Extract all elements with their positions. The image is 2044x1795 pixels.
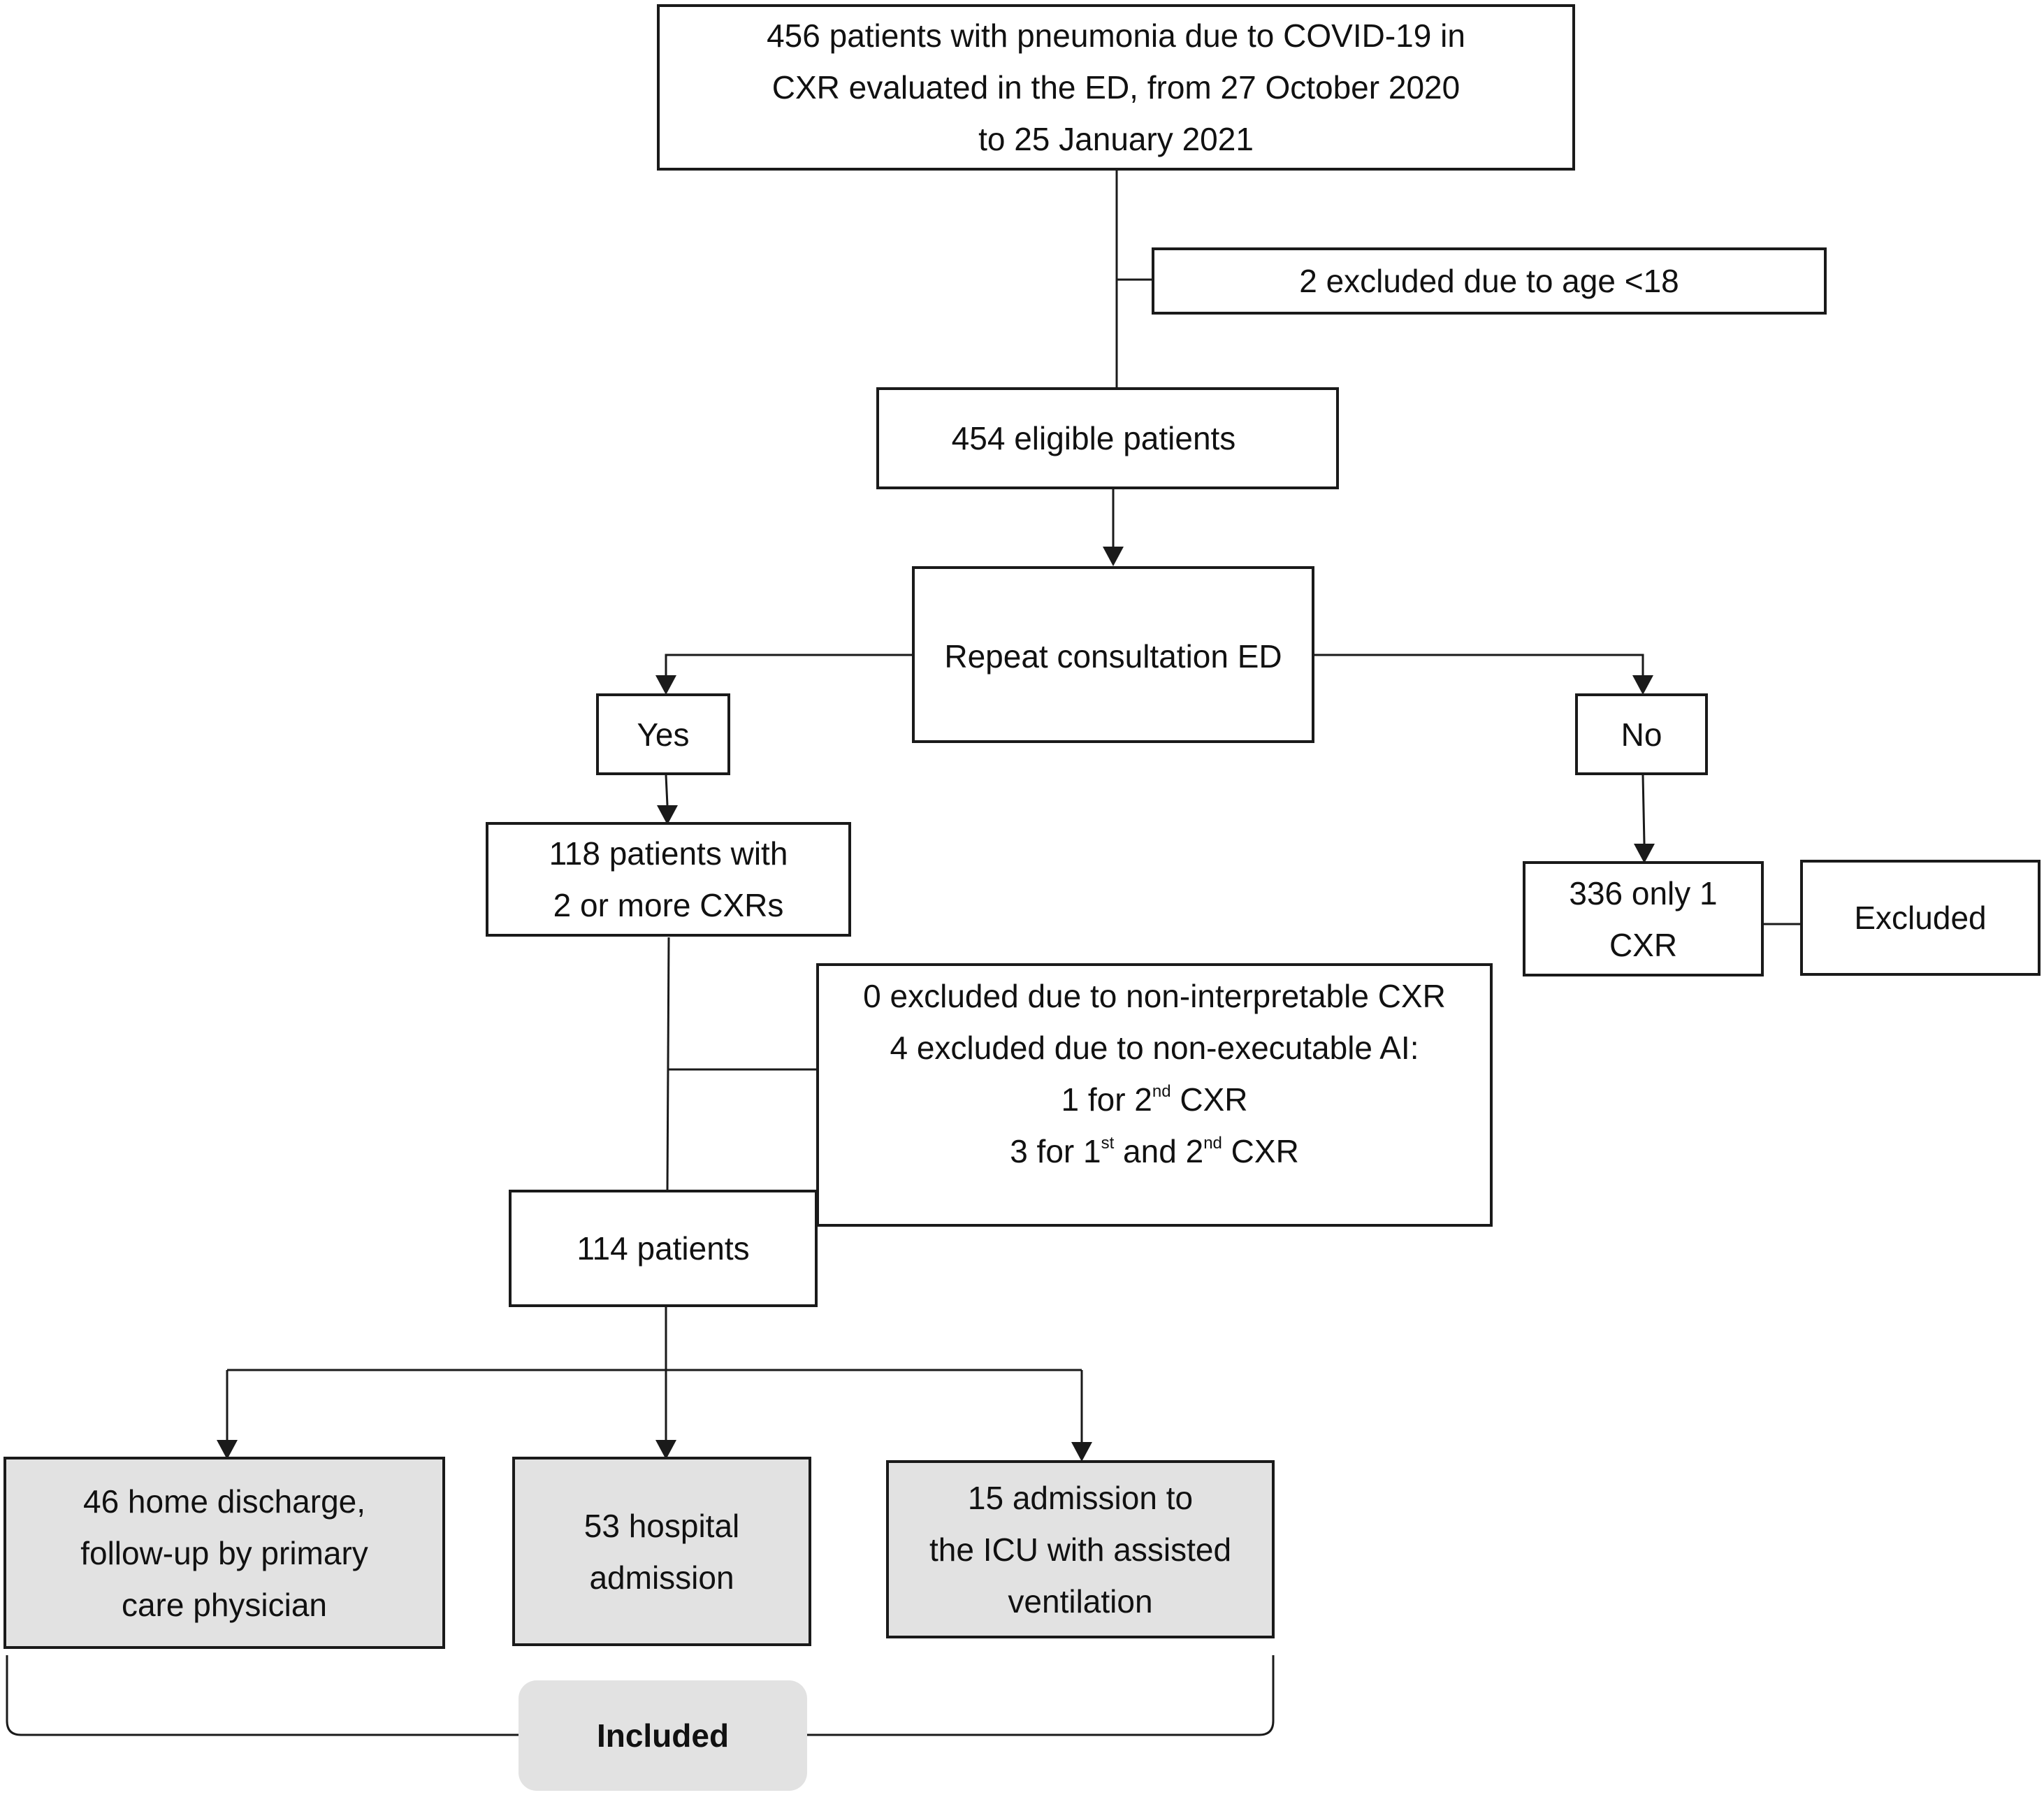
connector-118-to-114 — [666, 937, 670, 1192]
eligible-box: 454 eligible patients — [876, 387, 1339, 489]
arrowhead-eligible-to-repeat — [1103, 547, 1124, 566]
excluded-text: Excluded — [1854, 900, 1987, 936]
two-or-more-line-2: 2 or more CXRs — [553, 887, 784, 923]
start-line-1: 456 patients with pneumonia due to COVID… — [767, 17, 1465, 54]
no-box: No — [1575, 693, 1708, 775]
outcome-2-line-2: admission — [589, 1559, 734, 1596]
outcome-home-discharge-box: 46 home discharge, follow-up by primary … — [3, 1457, 445, 1649]
connector-yes-to-118 — [665, 774, 669, 806]
outcome-2-line-1: 53 hospital — [584, 1507, 740, 1544]
included-bracket-left — [6, 1655, 521, 1736]
two-or-more-line-1: 118 patients with — [549, 835, 788, 872]
ai-exclusion-line-3-b: CXR — [1170, 1081, 1248, 1118]
arrowhead-to-outcome-2 — [655, 1440, 676, 1459]
eligible-text: 454 eligible patients — [951, 420, 1236, 456]
outcome-hospital-admission-box: 53 hospital admission — [512, 1457, 811, 1646]
start-line-2: CXR evaluated in the ED, from 27 October… — [771, 69, 1460, 106]
connector-repeat-to-yes — [665, 654, 913, 675]
only-one-line-1: 336 only 1 — [1569, 874, 1718, 911]
ai-exclusion-box: 0 excluded due to non-interpretable CXR … — [816, 963, 1493, 1227]
yes-text: Yes — [637, 716, 690, 753]
outcome-3-line-1: 15 admission to — [967, 1479, 1194, 1516]
included-text: Included — [596, 1717, 730, 1754]
patients-114-box: 114 patients — [509, 1190, 818, 1307]
connector-repeat-to-no — [1313, 654, 1644, 675]
start-box: 456 patients with pneumonia due to COVID… — [657, 4, 1575, 171]
ai-exclusion-line-3: 1 for 2nd CXR — [1061, 1074, 1247, 1125]
age-exclusion-box: 2 excluded due to age <18 — [1152, 247, 1827, 315]
arrowhead-to-outcome-3 — [1071, 1442, 1092, 1462]
repeat-consultation-text: Repeat consultation ED — [944, 638, 1282, 675]
outcome-3-line-3: ventilation — [1008, 1583, 1153, 1620]
outcome-1-line-3: care physician — [121, 1586, 328, 1623]
outcome-1-line-2: follow-up by primary — [80, 1534, 368, 1571]
arrowhead-to-no — [1632, 675, 1653, 695]
included-label: Included — [519, 1680, 807, 1791]
no-text: No — [1621, 716, 1662, 753]
excluded-box: Excluded — [1800, 860, 2041, 976]
outcome-3-line-2: the ICU with assisted — [929, 1531, 1232, 1568]
outcome-1-line-1: 46 home discharge, — [82, 1483, 366, 1520]
age-exclusion-text: 2 excluded due to age <18 — [1299, 263, 1679, 299]
outcome-icu-admission-box: 15 admission to the ICU with assisted ve… — [886, 1460, 1275, 1638]
patients-114-text: 114 patients — [577, 1230, 750, 1267]
repeat-consultation-box: Repeat consultation ED — [912, 566, 1314, 743]
included-bracket-right — [807, 1655, 1275, 1736]
ai-exclusion-line-4: 3 for 1st and 2nd CXR — [1010, 1125, 1299, 1177]
yes-box: Yes — [596, 693, 730, 775]
ai-exclusion-line-4-b: and 2 — [1114, 1133, 1204, 1169]
arrowhead-to-118 — [657, 805, 678, 825]
ai-exclusion-line-4-c: CXR — [1222, 1133, 1299, 1169]
ai-exclusion-line-4-a: 3 for 1 — [1010, 1133, 1101, 1169]
ai-exclusion-line-4-sup-1: st — [1101, 1134, 1115, 1153]
only-one-cxr-box: 336 only 1 CXR — [1523, 861, 1764, 976]
arrowhead-to-outcome-1 — [217, 1440, 238, 1459]
only-one-line-2: CXR — [1609, 926, 1678, 963]
ai-exclusion-line-1: 0 excluded due to non-interpretable CXR — [863, 978, 1446, 1014]
two-or-more-cxr-box: 118 patients with 2 or more CXRs — [486, 822, 851, 937]
ai-exclusion-line-3-sup: nd — [1152, 1082, 1171, 1101]
arrowhead-to-336 — [1634, 844, 1655, 863]
ai-exclusion-line-3-a: 1 for 2 — [1061, 1081, 1152, 1118]
ai-exclusion-line-4-sup-2: nd — [1203, 1134, 1222, 1153]
connector-no-to-336 — [1641, 774, 1646, 844]
start-line-3: to 25 January 2021 — [978, 121, 1254, 157]
arrowhead-to-yes — [655, 675, 676, 695]
ai-exclusion-line-2: 4 excluded due to non-executable AI: — [890, 1030, 1419, 1066]
